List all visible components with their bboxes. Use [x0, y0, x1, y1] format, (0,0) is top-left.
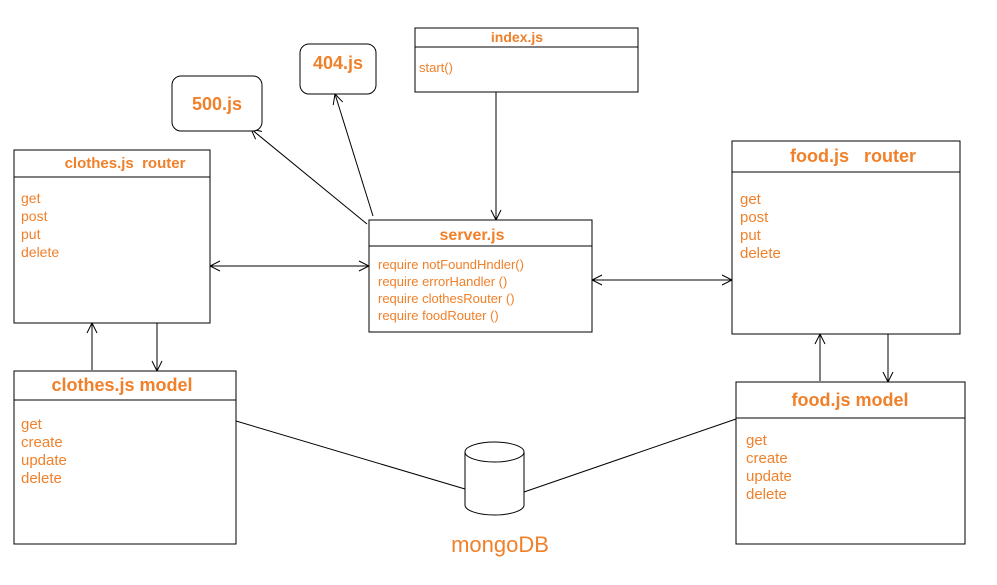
node-title: index.js	[491, 29, 543, 45]
node-item: get	[21, 190, 41, 206]
node-item: delete	[740, 245, 781, 262]
node-item: require clothesRouter ()	[378, 291, 515, 306]
node-title: clothes.js router	[65, 155, 186, 172]
node-title: food.js model	[792, 390, 909, 410]
edge-food-model-mongodb	[523, 418, 737, 493]
node-index-js[interactable]: index.js start()	[414, 27, 639, 93]
node-item: delete	[21, 244, 59, 260]
database-cylinder-icon	[464, 441, 525, 516]
edge-clothes-model-mongodb	[235, 420, 466, 490]
node-500-js[interactable]: 500.js	[171, 75, 263, 132]
node-item: update	[746, 468, 792, 485]
node-title: 404.js	[313, 53, 363, 73]
node-item: post	[21, 208, 48, 224]
node-404-js[interactable]: 404.js	[299, 43, 377, 95]
node-food-router[interactable]: food.js router get post put delete	[731, 140, 961, 335]
node-item: require foodRouter ()	[378, 308, 499, 323]
node-item: get	[740, 191, 762, 208]
node-clothes-model[interactable]: clothes.js model get create update delet…	[13, 370, 237, 545]
node-item: require errorHandler ()	[378, 274, 507, 289]
node-item: post	[740, 209, 769, 226]
node-item: start()	[419, 60, 453, 75]
node-item: create	[746, 450, 788, 467]
node-title: clothes.js model	[51, 375, 192, 395]
node-item: get	[746, 432, 768, 449]
node-item: put	[21, 226, 41, 242]
node-title: food.js router	[790, 146, 916, 166]
edge-server-to-500	[251, 129, 368, 225]
node-item: put	[740, 227, 762, 244]
node-item: delete	[746, 486, 787, 503]
connectors	[92, 92, 888, 493]
node-title: 500.js	[192, 94, 242, 114]
node-server-js[interactable]: server.js require notFoundHndler() requi…	[368, 219, 593, 333]
edge-server-to-404	[335, 94, 374, 217]
node-title: server.js	[440, 227, 505, 244]
node-item: update	[21, 452, 67, 469]
mongodb-label: mongoDB	[451, 532, 549, 557]
node-item: require notFoundHndler()	[378, 257, 524, 272]
node-mongodb[interactable]: mongoDB	[451, 441, 549, 557]
node-food-model[interactable]: food.js model get create update delete	[735, 381, 966, 545]
node-clothes-router[interactable]: clothes.js router get post put delete	[13, 149, 211, 324]
node-item: delete	[21, 470, 62, 487]
node-item: get	[21, 416, 43, 433]
node-item: create	[21, 434, 63, 451]
